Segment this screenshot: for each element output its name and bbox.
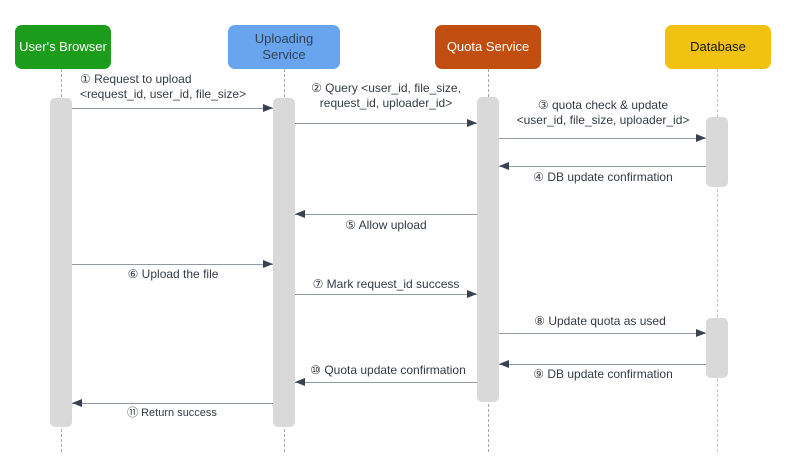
message-5-label-line-1: ⑤ Allow upload	[345, 218, 427, 232]
arrowhead-left-icon	[499, 162, 509, 170]
actor-database: Database	[665, 25, 771, 69]
arrowhead-left-icon	[499, 360, 509, 368]
actor-users-browser-label: User's Browser	[19, 39, 107, 54]
activation-bar-users-browser	[50, 98, 72, 427]
message-2-label: ② Query <user_id, file_size, request_id,…	[276, 81, 496, 111]
message-5-label: ⑤ Allow upload	[286, 218, 486, 233]
message-4-label-line-1: ④ DB update confirmation	[533, 170, 673, 184]
message-3-label-line-2: <user_id, file_size, uploader_id>	[516, 113, 690, 127]
arrowhead-right-icon	[467, 290, 477, 298]
arrowhead-right-icon	[263, 260, 273, 268]
message-10-line	[295, 382, 477, 383]
message-7-label: ⑦ Mark request_id success	[286, 277, 486, 292]
message-6-label-line-1: ⑥ Upload the file	[127, 267, 219, 281]
activation-bar-database-1	[706, 117, 728, 187]
message-8-label-line-1: ⑧ Update quota as used	[534, 314, 666, 328]
message-9-label: ⑨ DB update confirmation	[492, 367, 714, 382]
arrowhead-left-icon	[295, 210, 305, 218]
message-1-label: ① Request to upload <request_id, user_id…	[80, 72, 246, 102]
message-9-label-line-1: ⑨ DB update confirmation	[533, 367, 673, 381]
message-1-label-line-1: ① Request to upload	[80, 72, 192, 86]
message-1-label-line-2: <request_id, user_id, file_size>	[80, 87, 247, 101]
lifeline-database	[717, 69, 718, 452]
message-2-label-line-2: request_id, uploader_id>	[319, 96, 453, 110]
activation-bar-uploading-service	[273, 98, 295, 427]
message-3-label-line-1: ③ quota check & update	[537, 98, 669, 112]
actor-uploading-service: Uploading Service	[228, 25, 340, 69]
message-6-label: ⑥ Upload the file	[73, 267, 273, 282]
activation-bar-database-2	[706, 318, 728, 378]
message-7-label-line-1: ⑦ Mark request_id success	[312, 277, 460, 291]
message-1-line	[72, 108, 273, 109]
arrowhead-right-icon	[467, 119, 477, 127]
message-9-line	[499, 364, 706, 365]
arrowhead-left-icon	[72, 399, 82, 407]
message-6-line	[72, 264, 273, 265]
actor-uploading-service-label: Uploading Service	[254, 31, 314, 62]
message-5-line	[295, 214, 477, 215]
message-4-label: ④ DB update confirmation	[492, 170, 714, 185]
arrowhead-right-icon	[263, 104, 273, 112]
actor-quota-service: Quota Service	[435, 25, 541, 69]
actor-quota-service-label: Quota Service	[446, 39, 530, 54]
message-3-line	[499, 138, 706, 139]
arrowhead-right-icon	[696, 134, 706, 142]
message-3-label: ③ quota check & update <user_id, file_si…	[492, 98, 714, 128]
actor-database-label: Database	[690, 39, 746, 54]
message-11-label-line-1: ⑪ Return success	[127, 407, 217, 419]
message-11-label: ⑪ Return success	[72, 406, 272, 421]
arrowhead-right-icon	[696, 329, 706, 337]
message-8-label: ⑧ Update quota as used	[490, 314, 710, 329]
message-11-line	[72, 403, 273, 404]
message-2-label-line-1: ② Query <user_id, file_size,	[311, 81, 461, 95]
message-10-label: ⑩ Quota update confirmation	[288, 363, 488, 378]
activation-bar-quota-service	[477, 97, 499, 402]
message-4-line	[499, 166, 706, 167]
actor-users-browser: User's Browser	[15, 25, 111, 69]
message-2-line	[295, 123, 477, 124]
message-10-label-line-1: ⑩ Quota update confirmation	[310, 363, 466, 377]
message-8-line	[499, 333, 706, 334]
message-7-line	[295, 294, 477, 295]
arrowhead-left-icon	[295, 378, 305, 386]
